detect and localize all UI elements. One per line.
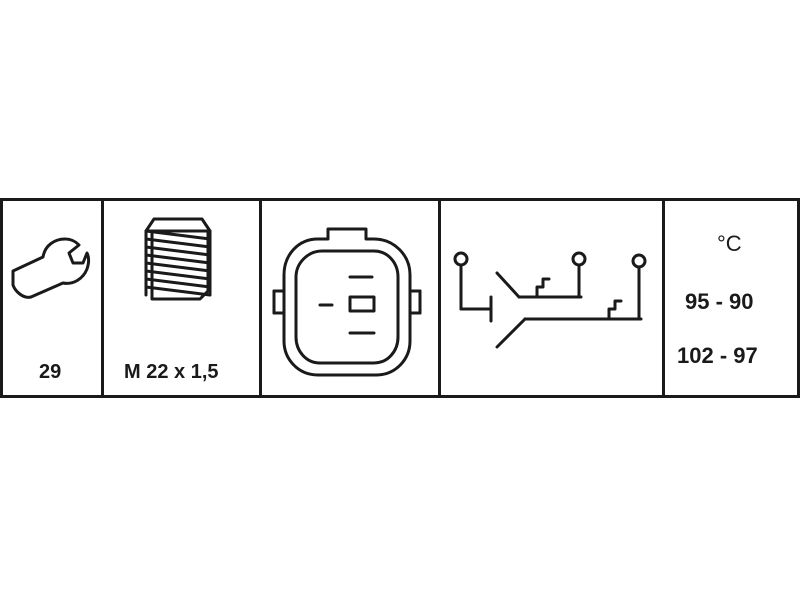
temperature-unit: °C (717, 231, 742, 256)
temperature-range-2: 102 - 97 (677, 343, 758, 368)
temperature-range-1: 95 - 90 (685, 289, 754, 314)
two-pin-connector-icon (272, 227, 422, 377)
connector-cell (262, 201, 441, 395)
wrench-size-cell: 29 (3, 201, 104, 395)
temperature-cell: °C 95 - 90 102 - 97 (665, 201, 800, 395)
wrench-icon (11, 237, 90, 299)
spec-strip: 29 M 22 x 1,5 (0, 198, 800, 398)
switch-circuit-icon (453, 251, 647, 349)
wrench-size-label: 29 (39, 361, 62, 383)
threaded-bolt-icon (144, 217, 212, 301)
circuit-cell (441, 201, 665, 395)
thread-spec-label: M 22 x 1,5 (124, 361, 219, 383)
thread-cell: M 22 x 1,5 (104, 201, 262, 395)
